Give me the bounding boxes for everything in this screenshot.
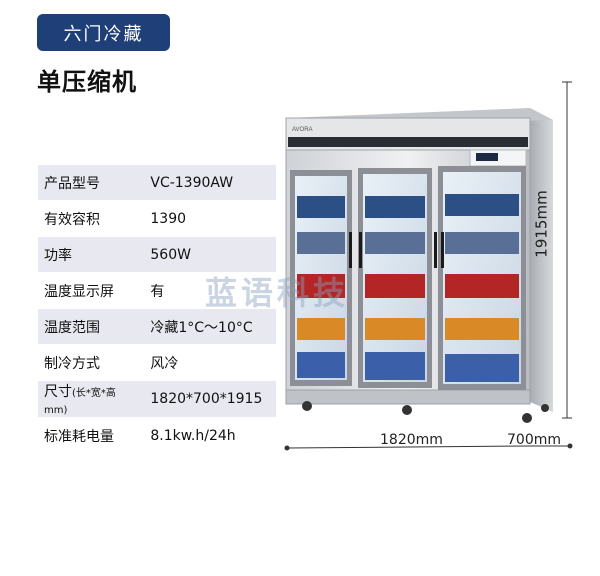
spec-value: 有 — [144, 272, 276, 309]
shelf-row-2 — [297, 232, 519, 254]
header-stripe — [288, 137, 528, 147]
shelf-row-1 — [297, 194, 519, 218]
spec-row: 制冷方式 风冷 — [38, 344, 276, 381]
control-panel — [469, 149, 527, 167]
spec-label: 温度范围 — [38, 308, 145, 345]
spec-label: 有效容积 — [38, 200, 145, 237]
height-dimension-line — [562, 81, 572, 419]
watermark: 蓝语科技 — [205, 274, 350, 312]
height-label: 1915mm — [532, 190, 551, 258]
caster — [522, 413, 532, 423]
shelf-row-4 — [297, 318, 519, 340]
spec-table: 产品型号 VC-1390AW 有效容积 1390 功率 560W 温度显示屏 有… — [38, 165, 276, 454]
door-handle — [434, 232, 437, 268]
brand-logo: AVORA — [292, 127, 313, 133]
caster — [302, 401, 312, 411]
depth-label: 700mm — [507, 432, 561, 448]
spec-row: 产品型号 VC-1390AW — [38, 165, 276, 201]
spec-label: 温度显示屏 — [38, 272, 145, 309]
spec-label: 制冷方式 — [38, 344, 145, 381]
shelf-row-5 — [297, 352, 519, 382]
spec-row: 尺寸(长*宽*高mm) 1820*700*1915 — [38, 380, 276, 418]
cabinet-body — [285, 117, 531, 403]
spec-value: 1820*700*1915 — [144, 380, 276, 418]
spec-value: 8.1kw.h/24h — [144, 417, 276, 454]
spec-row: 功率 560W — [38, 236, 276, 273]
caster — [541, 404, 549, 412]
spec-value: 冷藏1°C～10°C — [144, 308, 276, 345]
spec-value: 560W — [144, 236, 276, 273]
spec-row: 温度范围 冷藏1°C～10°C — [38, 308, 276, 345]
door-handle — [349, 232, 352, 268]
cabinet-base — [285, 389, 531, 405]
spec-value: 1390 — [144, 200, 276, 237]
category-badge: 六门冷藏 — [37, 14, 170, 51]
door-handle — [359, 232, 362, 268]
cabinet-header — [285, 117, 531, 151]
spec-label: 尺寸(长*宽*高mm) — [38, 380, 145, 418]
cabinet-side — [530, 108, 553, 412]
caster — [402, 405, 412, 415]
cabinet-top — [286, 108, 553, 128]
spec-row: 温度显示屏 有 — [38, 272, 276, 309]
spec-value: VC-1390AW — [144, 165, 276, 201]
spec-label-note: (长*宽*高mm) — [44, 388, 116, 416]
page-title: 单压缩机 — [37, 68, 137, 96]
spec-row: 有效容积 1390 — [38, 200, 276, 237]
door-middle — [358, 168, 432, 388]
spec-label: 功率 — [38, 236, 145, 273]
width-label: 1820mm — [380, 432, 443, 448]
door-right — [438, 166, 526, 390]
spec-value: 风冷 — [144, 344, 276, 381]
spec-label-main: 尺寸 — [44, 384, 72, 400]
spec-label: 标准耗电量 — [38, 417, 145, 454]
spec-row: 标准耗电量 8.1kw.h/24h — [38, 417, 276, 454]
door-handle — [441, 232, 444, 268]
temperature-display — [476, 153, 498, 161]
spec-label: 产品型号 — [38, 165, 145, 201]
